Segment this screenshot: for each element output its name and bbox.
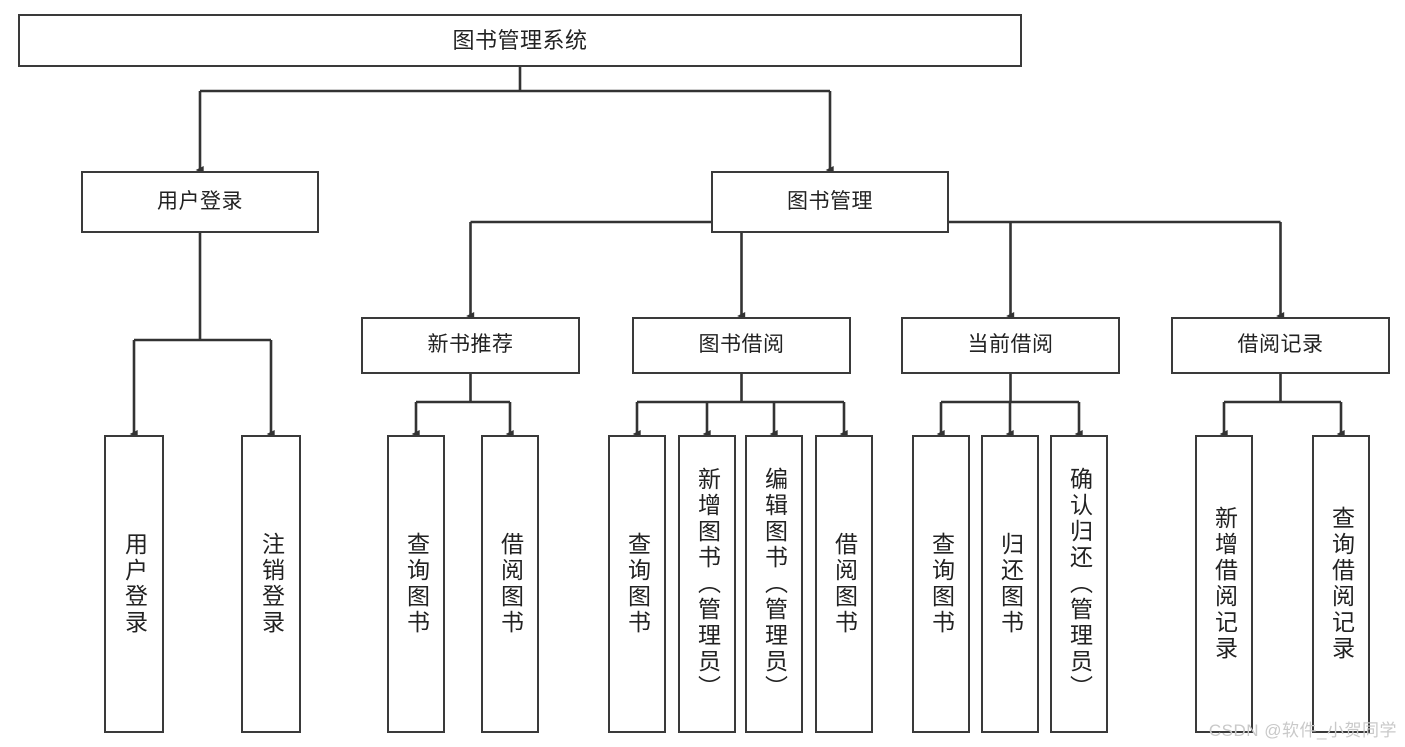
node-label-leaf-borrow-book-2: 借阅图书	[831, 532, 858, 636]
node-label-book-borrow: 图书借阅	[698, 333, 785, 357]
node-leaf-query-book-1[interactable]: 查询图书	[387, 435, 445, 733]
node-leaf-user-login[interactable]: 用户登录	[104, 435, 164, 733]
node-leaf-borrow-book-1[interactable]: 借阅图书	[481, 435, 539, 733]
node-label-leaf-logout: 注销登录	[258, 532, 285, 636]
node-label-leaf-confirm-return: 确认归还（管理员）	[1066, 467, 1093, 701]
node-label-leaf-return-book: 归还图书	[997, 532, 1024, 636]
node-label-leaf-query-book-1: 查询图书	[403, 532, 430, 636]
node-label-leaf-query-record: 查询借阅记录	[1328, 506, 1355, 662]
node-leaf-add-record[interactable]: 新增借阅记录	[1195, 435, 1253, 733]
node-label-leaf-add-book: 新增图书（管理员）	[694, 467, 721, 701]
node-label-leaf-borrow-book-1: 借阅图书	[497, 532, 524, 636]
node-label-book-manage: 图书管理	[787, 189, 873, 213]
node-new-book-rec[interactable]: 新书推荐	[361, 317, 580, 374]
node-leaf-logout[interactable]: 注销登录	[241, 435, 301, 733]
node-leaf-query-book-3[interactable]: 查询图书	[912, 435, 970, 733]
node-leaf-query-record[interactable]: 查询借阅记录	[1312, 435, 1370, 733]
node-leaf-confirm-return[interactable]: 确认归还（管理员）	[1050, 435, 1108, 733]
node-leaf-add-book[interactable]: 新增图书（管理员）	[678, 435, 736, 733]
node-label-leaf-edit-book: 编辑图书（管理员）	[761, 467, 788, 701]
node-leaf-query-book-2[interactable]: 查询图书	[608, 435, 666, 733]
node-label-new-book-rec: 新书推荐	[427, 333, 514, 357]
node-label-leaf-add-record: 新增借阅记录	[1211, 506, 1238, 662]
node-leaf-borrow-book-2[interactable]: 借阅图书	[815, 435, 873, 733]
node-label-user-login: 用户登录	[157, 189, 243, 213]
node-leaf-return-book[interactable]: 归还图书	[981, 435, 1039, 733]
node-label-borrow-record: 借阅记录	[1237, 333, 1324, 357]
node-label-current-borrow: 当前借阅	[967, 333, 1054, 357]
node-label-leaf-user-login: 用户登录	[121, 532, 148, 636]
csdn-watermark: CSDN @软件_小贺同学	[1208, 721, 1397, 740]
node-current-borrow[interactable]: 当前借阅	[901, 317, 1120, 374]
node-root[interactable]: 图书管理系统	[18, 14, 1022, 67]
node-user-login[interactable]: 用户登录	[81, 171, 319, 233]
node-borrow-record[interactable]: 借阅记录	[1171, 317, 1390, 374]
node-label-leaf-query-book-2: 查询图书	[624, 532, 651, 636]
node-label-root: 图书管理系统	[452, 27, 588, 53]
node-book-borrow[interactable]: 图书借阅	[632, 317, 851, 374]
node-label-leaf-query-book-3: 查询图书	[928, 532, 955, 636]
node-leaf-edit-book[interactable]: 编辑图书（管理员）	[745, 435, 803, 733]
node-book-manage[interactable]: 图书管理	[711, 171, 949, 233]
